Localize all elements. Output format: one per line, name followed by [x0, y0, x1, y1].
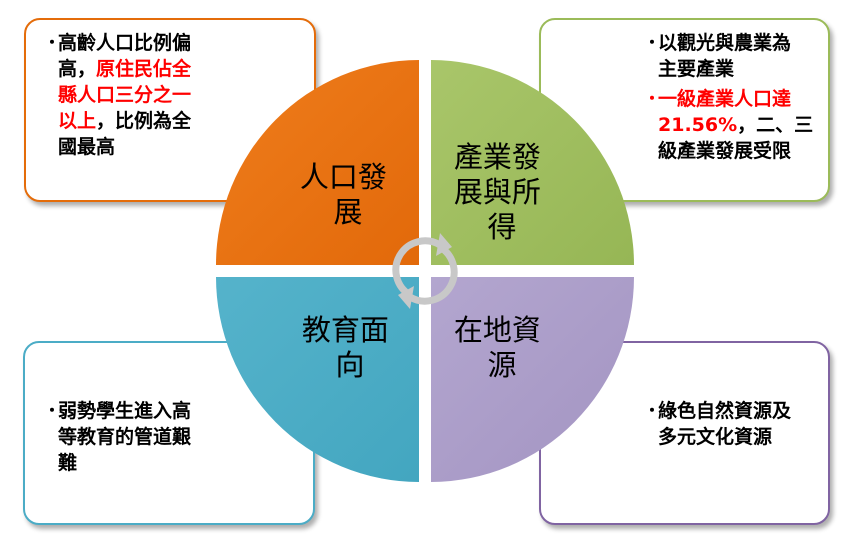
highlight-text: 21.56% — [658, 114, 738, 136]
highlight-text: 原住民佔全 — [96, 58, 192, 80]
highlight-text: 以上 — [58, 110, 97, 132]
text-segment: ，比例為全 — [96, 110, 192, 132]
bullet: ・ — [644, 89, 661, 108]
bullet: ・ — [44, 33, 61, 52]
label-population: 人口發 展 — [300, 160, 396, 229]
text-line: 多元文化資源 — [658, 426, 773, 448]
text-line: 以觀光與農業為 — [658, 32, 792, 54]
industry-text: ・ 以觀光與農業為 主要產業 ・ 一級產業人口達 21.56%，二、三 級產業發… — [644, 30, 818, 164]
label-education: 教育面 向 — [302, 313, 398, 382]
quadrant-top-left — [216, 60, 419, 265]
text-line: 級產業發展受限 — [658, 140, 792, 162]
education-text: ・ 弱勢學生進入高 等教育的管道艱 難 — [44, 398, 218, 476]
highlight-text: 一級產業人口達 — [658, 88, 792, 110]
text-line: 國最高 — [58, 136, 116, 158]
bullet: ・ — [644, 33, 661, 52]
bullet: ・ — [644, 401, 661, 420]
text-line: 高齡人口比例偏 — [58, 32, 192, 54]
cycle-arrows-icon — [392, 237, 458, 305]
quadrant-top-right — [431, 60, 634, 265]
resources-text: ・ 綠色自然資源及 多元文化資源 — [644, 398, 818, 450]
population-text: ・ 高齡人口比例偏 高，原住民佔全 縣人口三分之一 以上，比例為全 國最高 — [44, 30, 228, 160]
text-line: 主要產業 — [658, 58, 735, 80]
text-line: 弱勢學生進入高 — [58, 400, 192, 422]
quadrant-bottom-right — [431, 277, 634, 482]
quadrant-bottom-left — [216, 277, 419, 482]
highlight-text: 縣人口三分之一 — [58, 84, 192, 106]
bullet: ・ — [44, 401, 61, 420]
text-line: 等教育的管道艱 — [58, 426, 192, 448]
text-segment: ，二、三 — [737, 114, 814, 136]
label-resources: 在地資 源 — [454, 313, 550, 382]
text-line: 綠色自然資源及 — [658, 400, 792, 422]
text-segment: 高， — [58, 58, 97, 80]
text-line: 難 — [58, 452, 78, 474]
label-industry: 產業發 展與所 得 — [454, 140, 550, 244]
